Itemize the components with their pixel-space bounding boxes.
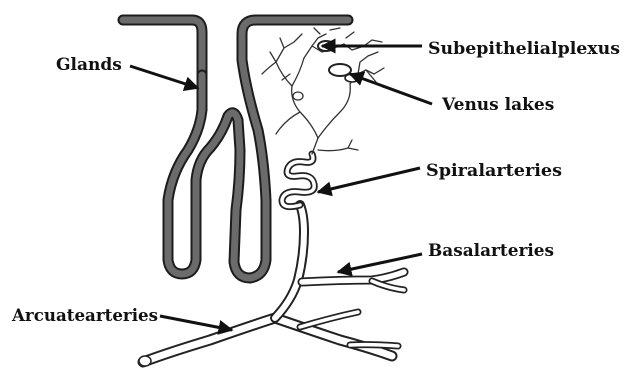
- spiral-artery: [282, 138, 358, 207]
- arrow-spiral-arteries: [318, 168, 420, 192]
- arrow-venus-lakes: [350, 74, 432, 104]
- arrow-arcuate-arteries: [160, 316, 232, 330]
- gland-main: [168, 20, 348, 278]
- arrow-glands: [130, 66, 198, 88]
- subepithelial-plexus: [262, 28, 384, 100]
- label-subepithelial-plexus: Subepithelialplexus: [428, 39, 620, 59]
- label-glands: Glands: [56, 55, 122, 75]
- arcuate-branch-1-fill: [300, 312, 358, 327]
- arrow-basal-arteries: [338, 254, 422, 272]
- label-basal-arteries: Basalarteries: [428, 241, 554, 261]
- arcuate-artery-outline: [143, 318, 392, 362]
- label-spiral-arteries: Spiralarteries: [426, 161, 562, 181]
- label-arcuate-arteries: Arcuatearteries: [11, 306, 158, 326]
- label-venus-lakes: Venus lakes: [441, 95, 554, 115]
- arcuate-artery-end: [139, 356, 151, 366]
- arcuate-branch-2-fill: [350, 345, 398, 346]
